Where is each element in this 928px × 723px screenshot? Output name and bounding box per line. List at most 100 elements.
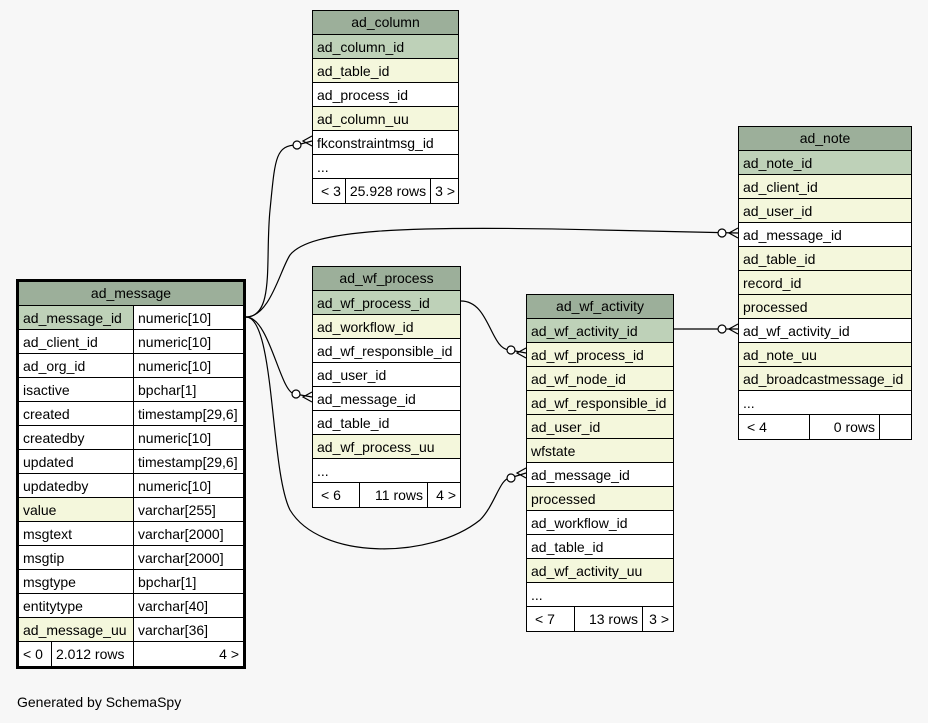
footer-parents[interactable]: < 4 [743, 415, 810, 439]
table-title: ad_message [19, 282, 243, 306]
column-type: timestamp[29,6] [134, 450, 243, 473]
edge-ad-wf-activity-message [245, 316, 527, 550]
column-row: ad_wf_activity_id [527, 319, 673, 343]
column-row: ad_table_id [313, 411, 460, 435]
column-row: ad_table_id [527, 535, 673, 559]
footer-rowcount: 2.012 rows [52, 642, 134, 666]
table-footer: < 0 2.012 rows 4 > [19, 642, 243, 666]
column-row: ad_message_id [527, 463, 673, 487]
edge-ad-note-message [245, 227, 739, 318]
footer-parents[interactable]: < 6 [317, 483, 360, 507]
column-name: updatedby [19, 474, 134, 497]
edge-ad-column [245, 140, 313, 318]
column-name: msgtip [19, 546, 134, 569]
table-footer: < 7 13 rows 3 > [527, 607, 673, 631]
column-row: ad_message_id [313, 387, 460, 411]
column-row: ad_user_id [527, 415, 673, 439]
footer-rowcount: 13 rows [575, 607, 643, 631]
column-name: entitytype [19, 594, 134, 617]
footer-children[interactable]: 3 > [435, 183, 455, 199]
column-row: ad_wf_activity_uu [527, 559, 673, 583]
table-title: ad_wf_activity [527, 295, 673, 319]
column-row: ad_workflow_id [527, 511, 673, 535]
column-type: numeric[10] [134, 354, 243, 377]
column-row: ... [527, 583, 673, 607]
column-row: ad_broadcastmessage_id [739, 367, 911, 391]
generated-by-label: Generated by SchemaSpy [17, 694, 182, 710]
column-type: varchar[40] [134, 594, 243, 617]
table-ad-note[interactable]: ad_note ad_note_id ad_client_id ad_user_… [738, 126, 912, 440]
column-type: bpchar[1] [134, 570, 243, 593]
column-row: ad_table_id [739, 247, 911, 271]
footer-rowcount: 25.928 rows [346, 179, 432, 203]
column-row: ad_message_id [739, 223, 911, 247]
footer-children[interactable]: 4 > [436, 487, 456, 503]
column-name: value [19, 498, 134, 521]
column-row: ad_wf_node_id [527, 367, 673, 391]
edge-ad-wf-process-message [245, 316, 313, 398]
column-row: ad_workflow_id [313, 315, 460, 339]
footer-children[interactable]: 3 > [649, 611, 669, 627]
table-ad-column[interactable]: ad_column ad_column_id ad_table_id ad_pr… [312, 10, 459, 204]
column-row: ad_wf_process_id [527, 343, 673, 367]
column-name: ad_org_id [19, 354, 134, 377]
footer-children[interactable]: 4 > [219, 646, 239, 662]
column-row: ad_column_uu [313, 107, 458, 131]
table-title: ad_wf_process [313, 267, 460, 291]
column-row: ... [739, 391, 911, 415]
footer-rowcount: 0 rows [810, 415, 880, 439]
column-row: ad_table_id [313, 59, 458, 83]
column-type: varchar[255] [134, 498, 243, 521]
table-ad-wf-activity[interactable]: ad_wf_activity ad_wf_activity_id ad_wf_p… [526, 294, 674, 632]
footer-parents[interactable]: < 3 [317, 179, 346, 203]
column-type: varchar[2000] [134, 546, 243, 569]
column-name: msgtext [19, 522, 134, 545]
column-row: processed [739, 295, 911, 319]
table-ad-wf-process[interactable]: ad_wf_process ad_wf_process_id ad_workfl… [312, 266, 461, 508]
table-title: ad_note [739, 127, 911, 151]
column-type: numeric[10] [134, 330, 243, 353]
column-name: msgtype [19, 570, 134, 593]
column-row: ad_wf_activity_id [739, 319, 911, 343]
column-type: varchar[2000] [134, 522, 243, 545]
footer-parents[interactable]: < 7 [531, 607, 575, 631]
column-row: ad_user_id [313, 363, 460, 387]
column-row: processed [527, 487, 673, 511]
column-type: bpchar[1] [134, 378, 243, 401]
column-type: varchar[36] [134, 618, 243, 641]
column-row: ... [313, 459, 460, 483]
column-name: ad_message_uu [19, 618, 134, 641]
column-row: ad_wf_responsible_id [527, 391, 673, 415]
column-row: ad_user_id [739, 199, 911, 223]
footer-parents: < 0 [19, 642, 52, 666]
column-name: ad_client_id [19, 330, 134, 353]
table-footer: < 6 11 rows 4 > [313, 483, 460, 507]
column-row: ... [313, 155, 458, 179]
column-type: timestamp[29,6] [134, 402, 243, 425]
column-row: ad_note_uu [739, 343, 911, 367]
column-row: ad_wf_process_id [313, 291, 460, 315]
column-name: updated [19, 450, 134, 473]
footer-children [880, 415, 911, 439]
edge-ad-wf-activity-process [460, 300, 527, 354]
column-row: fkconstraintmsg_id [313, 131, 458, 155]
column-row: record_id [739, 271, 911, 295]
column-name: isactive [19, 378, 134, 401]
column-row: ad_note_id [739, 151, 911, 175]
table-footer: < 3 25.928 rows 3 > [313, 179, 458, 203]
footer-rowcount: 11 rows [360, 483, 428, 507]
